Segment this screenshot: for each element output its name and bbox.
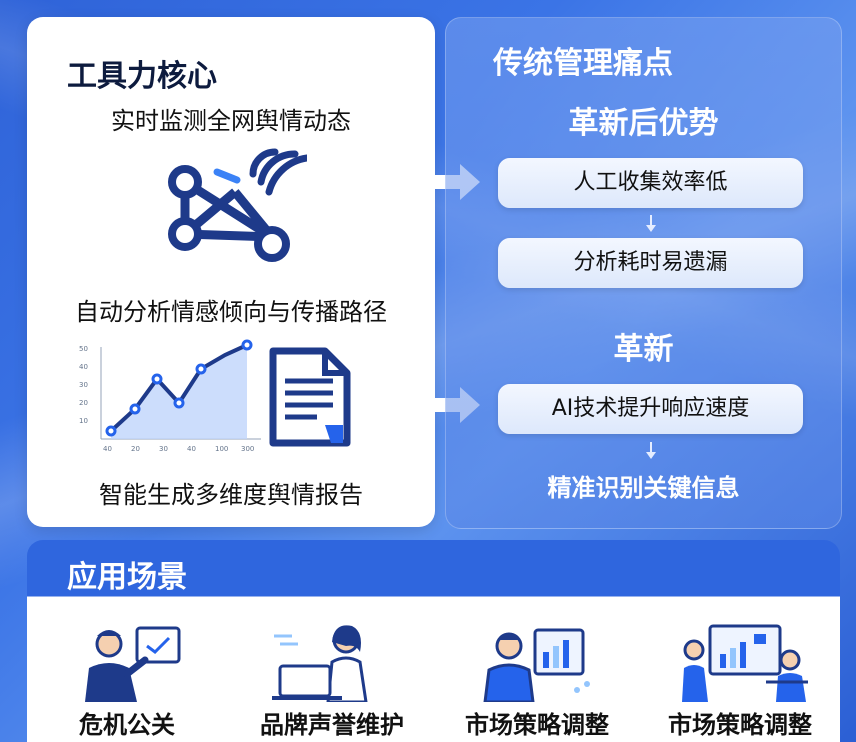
pain-points-card: 传统管理痛点 革新后优势 人工收集效率低 分析耗时易遗漏 革新 AI技术提升响应… xyxy=(445,17,842,529)
report-document-icon xyxy=(269,347,351,447)
scene-label: 市场策略调整 xyxy=(465,711,609,739)
core-features-card: 工具力核心 实时监测全网舆情动态 自动分析情感倾向与传播路径 50 40 30 … xyxy=(27,17,435,527)
scene-market-strategy-2: 市场策略调整 xyxy=(640,612,840,742)
feature-monitoring: 实时监测全网舆情动态 xyxy=(111,107,351,135)
y-tick: 20 xyxy=(79,399,88,407)
pill-ai-speed: AI技术提升响应速度 xyxy=(498,384,803,434)
innovation-title: 革新 xyxy=(613,332,674,367)
core-title: 工具力核心 xyxy=(67,59,217,94)
scene-market-strategy: 市场策略调整 xyxy=(437,612,637,742)
scenes-title: 应用场景 xyxy=(67,560,187,595)
y-tick: 50 xyxy=(79,345,88,353)
x-tick: 30 xyxy=(159,445,168,453)
scene-crisis-pr: 危机公关 xyxy=(27,612,227,742)
scene-label: 危机公关 xyxy=(79,711,175,739)
y-tick: 30 xyxy=(79,381,88,389)
scene-brand-reputation: 品牌声誉维护 xyxy=(232,612,432,742)
market-strategy-illustration xyxy=(483,628,590,702)
scene-label: 市场策略调整 xyxy=(668,711,812,739)
x-tick: 40 xyxy=(103,445,112,453)
advantage-subtitle: 革新后优势 xyxy=(568,106,719,141)
x-tick: 40 xyxy=(187,445,196,453)
x-tick: 300 xyxy=(241,445,254,453)
pill-manual-collection: 人工收集效率低 xyxy=(498,158,803,208)
presentation-illustration xyxy=(682,624,808,702)
brand-reputation-illustration xyxy=(272,625,368,702)
x-tick: 20 xyxy=(131,445,140,453)
network-analysis-icon xyxy=(168,148,307,262)
y-tick: 40 xyxy=(79,363,88,371)
precise-identify: 精准识别关键信息 xyxy=(547,474,740,502)
feature-sentiment: 自动分析情感倾向与传播路径 xyxy=(75,298,387,326)
y-tick: 10 xyxy=(79,417,88,425)
down-arrow-icon xyxy=(646,215,656,232)
pill-analysis-slow: 分析耗时易遗漏 xyxy=(498,238,803,288)
line-chart-icon: 50 40 30 20 10 40 20 30 40 100 300 xyxy=(79,339,261,453)
x-tick: 100 xyxy=(215,445,228,453)
scene-label: 品牌声誉维护 xyxy=(260,711,404,739)
crisis-pr-illustration xyxy=(85,626,181,702)
pain-title: 传统管理痛点 xyxy=(493,46,673,81)
down-arrow-icon xyxy=(646,442,656,459)
feature-report: 智能生成多维度舆情报告 xyxy=(99,481,363,509)
application-scenes-section: 应用场景 危机公关 品牌声誉维护 xyxy=(27,540,840,742)
